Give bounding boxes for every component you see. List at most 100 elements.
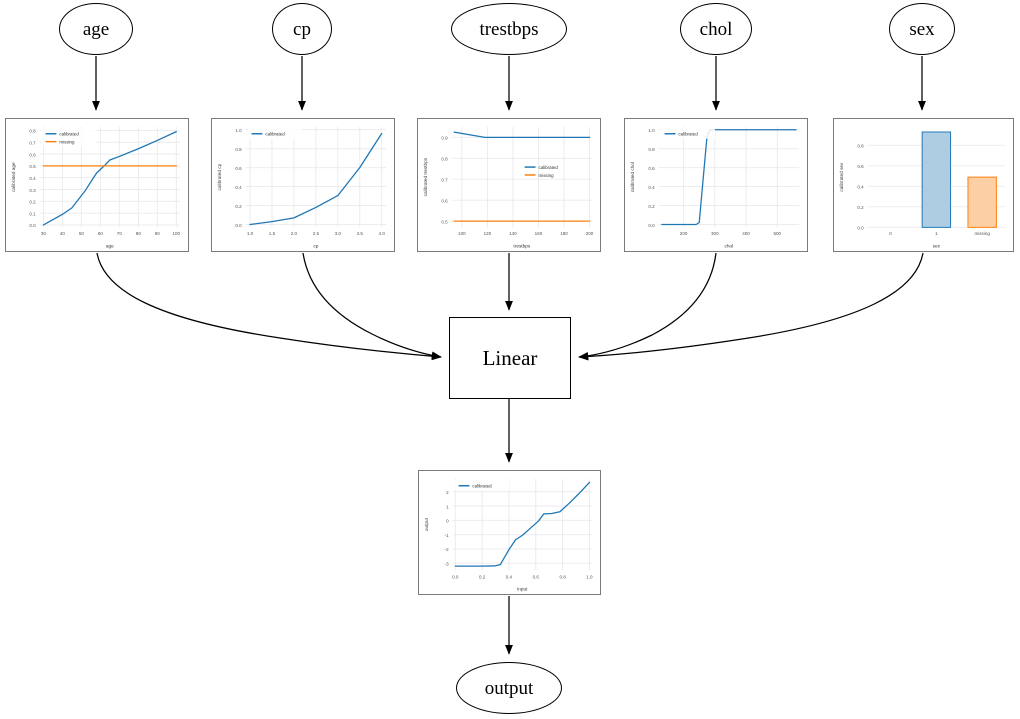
ytick-label: 0.2 — [857, 205, 864, 210]
xtick-label: 50 — [79, 231, 85, 236]
xtick-label: 0.6 — [533, 574, 540, 579]
xtick-label: 400 — [742, 231, 750, 236]
xtick-label: 1.5 — [269, 231, 276, 236]
legend-label: calibrated — [265, 132, 285, 137]
node-cp-label: cp — [293, 18, 311, 40]
xtick-label: 4.0 — [379, 231, 386, 236]
ytick-label: -1 — [445, 533, 450, 538]
x-axis-label: trestbps — [513, 244, 530, 250]
xtick-label: 1.0 — [247, 231, 254, 236]
legend-label: calibrated — [678, 132, 698, 137]
ytick-label: 1 — [446, 504, 449, 509]
xtick-label: 180 — [560, 231, 568, 236]
node-trestbps[interactable]: trestbps — [451, 3, 567, 55]
xtick-label: 2.0 — [291, 231, 298, 236]
node-chol[interactable]: chol — [680, 3, 752, 55]
y-axis-label: calibrated trestbps — [423, 157, 429, 196]
node-sex[interactable]: sex — [889, 3, 955, 55]
node-output[interactable]: output — [456, 662, 562, 714]
xtick-label: 0.4 — [506, 574, 513, 579]
x-axis-label: sex — [933, 245, 941, 250]
edge-age-plot-to-linear — [96, 252, 442, 361]
node-linear[interactable]: Linear — [449, 317, 571, 399]
bar-1 — [921, 131, 952, 228]
ytick-label: 0.5 — [29, 164, 36, 169]
ytick-label: 0.1 — [29, 211, 36, 216]
bar-missing — [967, 176, 997, 228]
xtick-label: 160 — [535, 231, 543, 236]
xtick-label: 90 — [155, 231, 161, 236]
legend-label: missing — [539, 173, 555, 178]
ytick-label: 0.2 — [29, 200, 36, 205]
ytick-label: 2 — [446, 490, 449, 495]
xtick-label: 40 — [60, 231, 66, 236]
node-cp[interactable]: cp — [272, 3, 332, 55]
x-axis-label: input — [517, 587, 528, 593]
y-axis-label: calibrated sex — [839, 162, 845, 192]
ytick-label: 0.6 — [648, 166, 655, 171]
xtick-label: 30 — [41, 231, 47, 236]
legend-label: calibrated — [539, 165, 559, 170]
xtick-label: 1 — [935, 231, 938, 236]
ytick-label: 1.0 — [235, 128, 242, 133]
node-output-label: output — [484, 677, 534, 699]
xtick-label: 200 — [586, 231, 594, 236]
ytick-label: 0.2 — [235, 204, 242, 209]
y-axis-label: calibrated age — [11, 162, 17, 192]
x-axis-label: cp — [313, 245, 318, 250]
legend-cp: calibrated — [247, 127, 303, 139]
xtick-label: 120 — [484, 231, 492, 236]
ytick-label: 0.4 — [648, 185, 655, 190]
ytick-label: 0.0 — [857, 226, 864, 231]
legend-age: calibrated missing — [41, 127, 97, 147]
node-age-label: age — [82, 18, 110, 40]
y-axis-label: calibrated chol — [630, 162, 636, 192]
node-age[interactable]: age — [59, 3, 133, 55]
xtick-label: 3.5 — [357, 231, 364, 236]
ytick-label: 0.3 — [29, 188, 36, 193]
legend-label: missing — [59, 140, 75, 145]
ytick-label: 0.6 — [235, 166, 242, 171]
xtick-label: 2.5 — [313, 231, 320, 236]
xtick-label: missing — [974, 231, 990, 236]
series-calibrated — [249, 132, 383, 226]
ytick-label: 0.7 — [29, 141, 36, 146]
ytick-label: -2 — [445, 547, 450, 552]
edge-sex-plot-to-linear — [578, 252, 924, 361]
node-chol-label: chol — [699, 18, 733, 40]
xtick-label: 0.2 — [479, 574, 486, 579]
ytick-label: 0 — [446, 519, 449, 524]
y-axis-label: output — [424, 517, 430, 531]
ytick-label: 0.8 — [441, 157, 448, 162]
ytick-label: 0.2 — [648, 204, 655, 209]
node-linear-label: Linear — [482, 345, 538, 370]
ytick-label: 0.6 — [29, 152, 36, 157]
ytick-label: 0.8 — [29, 129, 36, 134]
legend-label: calibrated — [59, 132, 79, 137]
xtick-label: 80 — [136, 231, 142, 236]
ytick-label: 0.6 — [441, 198, 448, 203]
ytick-label: 1.0 — [648, 128, 655, 133]
legend-label: calibrated — [472, 484, 492, 489]
ytick-label: 0.8 — [235, 147, 242, 152]
edge-chol-plot-to-linear — [578, 252, 717, 361]
xtick-label: 60 — [98, 231, 104, 236]
xtick-label: 500 — [773, 231, 781, 236]
xtick-label: 200 — [680, 231, 688, 236]
legend-trestbps: calibrated missing — [524, 165, 559, 178]
ytick-label: 0.8 — [857, 144, 864, 149]
x-axis-label: chol — [725, 244, 734, 250]
node-trestbps-label: trestbps — [479, 18, 539, 40]
xtick-label: 140 — [509, 231, 517, 236]
series-calibrated — [453, 131, 591, 138]
legend-output: calibrated — [454, 479, 510, 491]
